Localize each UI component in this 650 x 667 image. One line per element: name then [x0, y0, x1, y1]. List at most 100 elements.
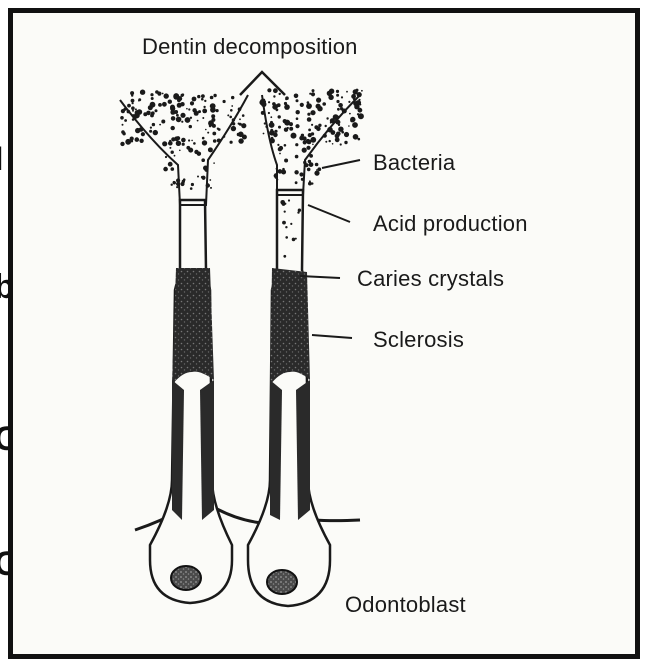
bacteria-dot: [358, 108, 363, 113]
bacteria-dot: [141, 132, 145, 136]
bacteria-dot: [162, 102, 167, 107]
bacteria-dot: [330, 122, 332, 124]
bacteria-dot: [163, 167, 168, 172]
bacteria-dot: [284, 159, 288, 163]
bacteria-dot: [289, 127, 293, 131]
bacteria-dot: [284, 203, 286, 205]
bacteria-dot: [352, 122, 358, 128]
bacteria-dot: [159, 124, 161, 126]
leader-acid-production: [308, 205, 350, 222]
bacteria-dot: [127, 104, 131, 108]
bacteria-dot: [201, 94, 205, 98]
bacteria-dot: [353, 134, 359, 140]
bacteria-dot: [122, 124, 124, 126]
bacteria-dot: [140, 90, 145, 95]
bacteria-dot: [285, 96, 289, 100]
bacteria-dot: [261, 102, 266, 107]
bacteria-dot: [153, 130, 158, 135]
bacteria-dot: [336, 100, 339, 103]
bacteria-dot: [131, 106, 135, 110]
bacteria-dot: [178, 137, 180, 139]
bacteria-dot: [170, 110, 175, 115]
bacteria-dot: [263, 133, 265, 135]
bacteria-dot: [284, 144, 287, 147]
bacteria-dot: [201, 158, 205, 162]
bacteria-dot: [325, 125, 327, 127]
bacteria-dot: [309, 93, 311, 95]
bacteria-dot: [179, 150, 181, 152]
bacteria-dot: [171, 167, 175, 171]
bacteria-dot: [202, 117, 204, 119]
bacteria-dot: [137, 109, 143, 115]
bacteria-dot: [192, 108, 196, 112]
bacteria-dot: [284, 120, 290, 126]
bacteria-dot: [169, 147, 171, 149]
bacteria-dot: [268, 112, 270, 114]
bacteria-dot: [230, 141, 233, 144]
bacteria-dot: [165, 156, 167, 158]
bacteria-dot: [327, 127, 333, 133]
leader-dentin-decomposition: [240, 72, 285, 95]
bacteria-dot: [191, 183, 194, 186]
bacteria-dot: [209, 179, 211, 181]
right-sclerosis-band: [270, 268, 310, 385]
bacteria-dot: [276, 168, 278, 170]
bacteria-dot: [196, 111, 198, 113]
bacteria-dot: [278, 169, 283, 174]
bacteria-dot: [307, 113, 310, 116]
bacteria-dot: [120, 142, 124, 146]
bacteria-dot: [238, 123, 240, 125]
bacteria-dot: [287, 127, 289, 129]
bacteria-dot: [231, 96, 234, 99]
bacteria-dot: [150, 127, 152, 129]
bacteria-dot: [344, 141, 347, 144]
bacteria-dot: [269, 122, 275, 128]
bacteria-dot: [127, 110, 131, 114]
bacteria-dot: [171, 116, 176, 121]
bacteria-dot: [282, 168, 285, 171]
bacteria-dot: [329, 140, 331, 142]
right-odontoblast-nucleus: [267, 570, 297, 594]
bacteria-dot: [290, 223, 292, 225]
bacteria-dot: [312, 89, 315, 92]
bacteria-dot: [150, 102, 156, 108]
bacteria-dot: [198, 110, 201, 113]
bacteria-dot: [217, 139, 221, 143]
bacteria-dot: [124, 119, 127, 122]
bacteria-dot: [227, 114, 229, 116]
bacteria-dot: [192, 97, 197, 102]
left-tubule-wall-right: [200, 380, 214, 520]
bacteria-dot: [171, 184, 173, 186]
bacteria-dot: [213, 162, 215, 164]
bacteria-dot: [132, 118, 135, 121]
bacteria-dot: [223, 100, 226, 103]
bacteria-dot: [208, 147, 213, 152]
bacteria-dot: [298, 209, 301, 212]
bacteria-dot: [264, 122, 266, 124]
bacteria-dot: [265, 125, 268, 128]
bacteria-dot: [361, 90, 363, 92]
bacteria-dot: [194, 150, 198, 154]
bacteria-dot: [317, 106, 322, 111]
bacteria-dot: [349, 113, 351, 115]
bacteria-dot: [311, 124, 313, 126]
bacteria-dot: [275, 176, 278, 179]
bacteria-dot: [197, 120, 199, 122]
bacteria-dot: [139, 139, 143, 143]
label-odontoblast: Odontoblast: [345, 592, 466, 618]
bacteria-dot: [213, 139, 217, 143]
bacteria-dot: [274, 130, 277, 133]
bacteria-dot: [326, 117, 328, 119]
bacteria-dot: [204, 100, 206, 102]
bacteria-dot: [177, 103, 182, 108]
bacteria-dot: [323, 134, 327, 138]
bacteria-dot: [243, 126, 245, 128]
bacteria-dot: [138, 98, 141, 101]
bacteria-dot: [335, 137, 340, 142]
bacteria-dot: [191, 140, 193, 142]
bacteria-dot: [186, 108, 188, 110]
bacteria-dot: [283, 255, 286, 258]
bacteria-dot: [176, 182, 180, 186]
bacteria-dot: [155, 109, 158, 112]
